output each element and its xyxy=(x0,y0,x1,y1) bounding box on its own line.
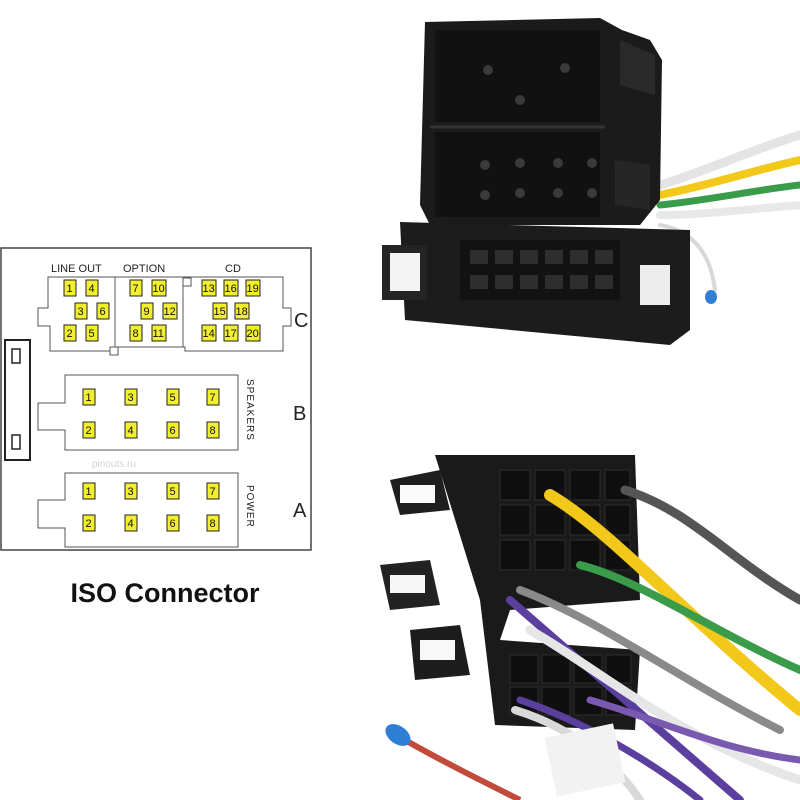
row-letter-c: C xyxy=(294,310,308,332)
pin-a-7: 7 xyxy=(206,482,220,500)
socket-holes-upper xyxy=(480,63,597,200)
svg-text:4: 4 xyxy=(128,425,134,437)
pin-a-1: 1 xyxy=(82,482,96,500)
svg-text:5: 5 xyxy=(170,392,176,404)
svg-text:17: 17 xyxy=(225,328,237,340)
svg-text:7: 7 xyxy=(133,283,139,295)
svg-text:3: 3 xyxy=(128,486,134,498)
svg-text:4: 4 xyxy=(89,283,95,295)
pin-c-15: 15 xyxy=(212,302,228,320)
pin-b-5: 5 xyxy=(166,388,180,406)
pin-c-3: 3 xyxy=(74,302,88,320)
pin-c-6: 6 xyxy=(96,302,110,320)
svg-text:1: 1 xyxy=(86,392,92,404)
side-label-speakers: SPEAKERS xyxy=(244,379,255,441)
row-letter-a: A xyxy=(293,500,307,522)
pin-a-5: 5 xyxy=(166,482,180,500)
group-label-option: OPTION xyxy=(123,263,165,275)
wire-bundle-right xyxy=(655,130,800,292)
pin-a-6: 6 xyxy=(166,514,180,532)
pin-c-5: 5 xyxy=(85,324,99,342)
pin-b-6: 6 xyxy=(166,421,180,439)
pin-a-2: 2 xyxy=(82,514,96,532)
pin-c-11: 11 xyxy=(151,324,167,342)
pin-a-3: 3 xyxy=(124,482,138,500)
svg-text:16: 16 xyxy=(225,283,237,295)
pin-b-2: 2 xyxy=(82,421,96,439)
side-label-power: POWER xyxy=(244,485,255,528)
pin-c-18: 18 xyxy=(234,302,250,320)
svg-text:20: 20 xyxy=(247,328,259,340)
svg-text:5: 5 xyxy=(89,328,95,340)
row-letter-b: B xyxy=(293,403,306,425)
wire-bundle xyxy=(506,485,800,800)
group-label-line-out: LINE OUT xyxy=(51,263,102,275)
pin-b-4: 4 xyxy=(124,421,138,439)
svg-text:6: 6 xyxy=(170,425,176,437)
iso-pinout-diagram: LINE OUT OPTION CD 1 4 3 6 2 5 7 10 9 12… xyxy=(0,247,312,551)
svg-text:2: 2 xyxy=(67,328,73,340)
connector-photo-front xyxy=(382,18,800,345)
svg-text:18: 18 xyxy=(236,306,248,318)
svg-text:6: 6 xyxy=(100,306,106,318)
svg-text:6: 6 xyxy=(170,518,176,530)
pin-c-9: 9 xyxy=(140,302,154,320)
pin-b-7: 7 xyxy=(206,388,220,406)
svg-text:19: 19 xyxy=(247,283,259,295)
svg-text:15: 15 xyxy=(214,306,226,318)
svg-text:3: 3 xyxy=(128,392,134,404)
svg-text:8: 8 xyxy=(210,425,216,437)
svg-text:2: 2 xyxy=(86,518,92,530)
svg-text:8: 8 xyxy=(133,328,139,340)
wire-red xyxy=(403,737,522,800)
pin-c-17: 17 xyxy=(223,324,239,342)
svg-text:1: 1 xyxy=(86,486,92,498)
svg-text:7: 7 xyxy=(210,392,216,404)
pin-a-8: 8 xyxy=(206,514,220,532)
caption-iso-connector: ISO Connector xyxy=(70,578,260,608)
svg-text:10: 10 xyxy=(153,283,165,295)
pin-b-1: 1 xyxy=(82,388,96,406)
svg-text:7: 7 xyxy=(210,486,216,498)
pin-c-4: 4 xyxy=(85,279,99,297)
connector-photo-wired xyxy=(380,455,800,800)
pin-c-8: 8 xyxy=(129,324,143,342)
pin-b-3: 3 xyxy=(124,388,138,406)
blue-tip-bottom xyxy=(385,724,411,746)
svg-text:8: 8 xyxy=(210,518,216,530)
pin-c-10: 10 xyxy=(151,279,167,297)
svg-text:13: 13 xyxy=(203,283,215,295)
pin-c-7: 7 xyxy=(129,279,143,297)
svg-text:9: 9 xyxy=(144,306,150,318)
pin-c-20: 20 xyxy=(245,324,261,342)
pin-c-19: 19 xyxy=(245,279,261,297)
watermark: pinouts.ru xyxy=(92,459,136,470)
svg-text:4: 4 xyxy=(128,518,134,530)
pin-c-2: 2 xyxy=(63,324,77,342)
svg-text:14: 14 xyxy=(203,328,215,340)
svg-text:5: 5 xyxy=(170,486,176,498)
svg-text:3: 3 xyxy=(78,306,84,318)
socket-grid-lower xyxy=(470,250,613,289)
wire-tag xyxy=(544,723,626,797)
pin-c-13: 13 xyxy=(201,279,217,297)
svg-text:1: 1 xyxy=(67,283,73,295)
blue-tip-top xyxy=(705,290,717,304)
pin-a-4: 4 xyxy=(124,514,138,532)
pin-c-14: 14 xyxy=(201,324,217,342)
svg-text:12: 12 xyxy=(164,306,176,318)
side-latch xyxy=(4,339,31,461)
svg-text:11: 11 xyxy=(153,328,164,340)
pin-c-16: 16 xyxy=(223,279,239,297)
pin-c-12: 12 xyxy=(162,302,178,320)
connector-latches xyxy=(380,470,470,680)
pin-b-8: 8 xyxy=(206,421,220,439)
svg-text:2: 2 xyxy=(86,425,92,437)
group-label-cd: CD xyxy=(225,263,241,275)
pin-c-1: 1 xyxy=(63,279,77,297)
block-b-outline xyxy=(37,374,239,451)
